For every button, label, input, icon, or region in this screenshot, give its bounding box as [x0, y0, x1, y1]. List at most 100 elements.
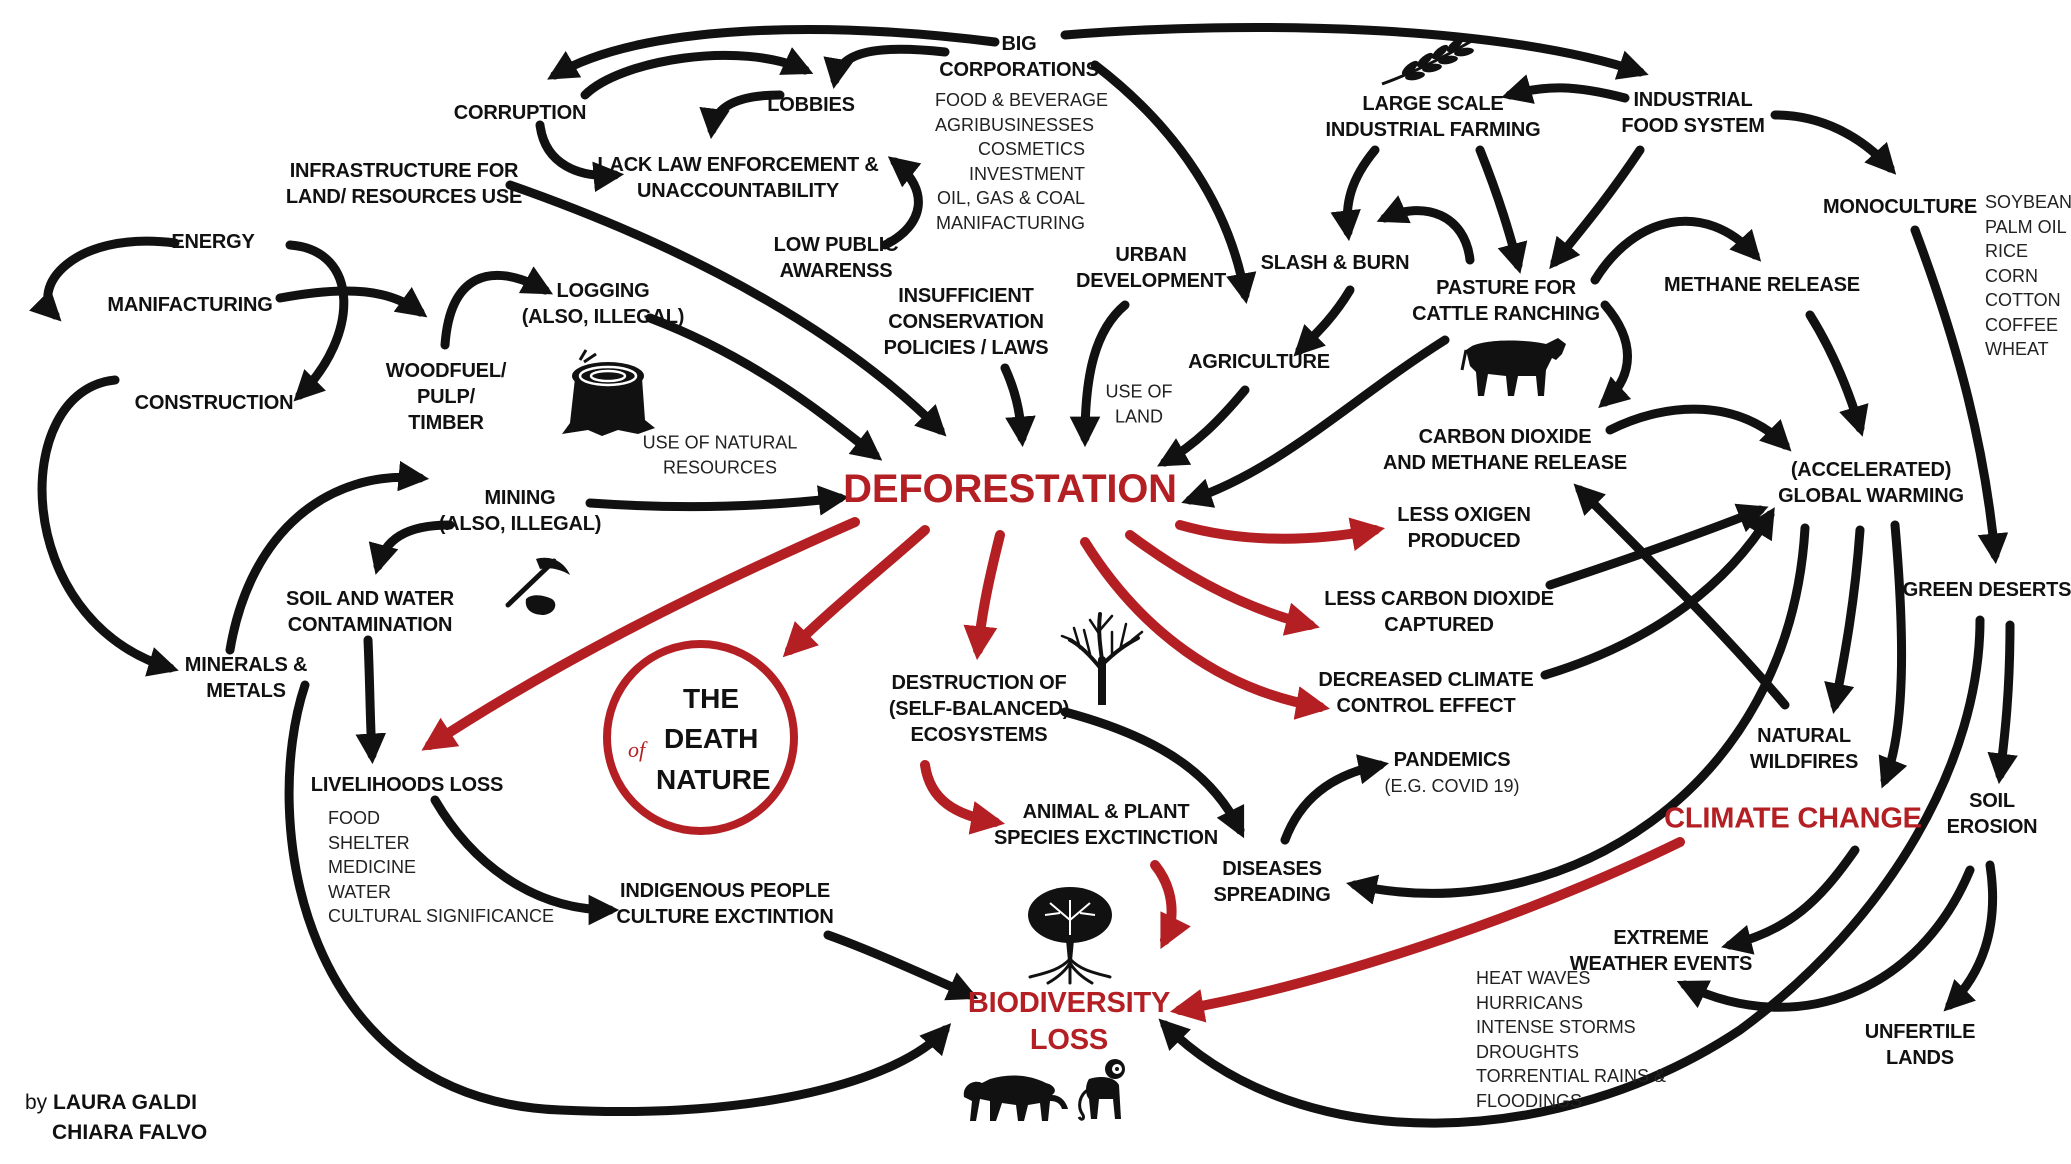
arrow-soil-erosion-to-unfertile	[1943, 860, 1998, 1012]
arrow-deforestation-to-livelihoods	[421, 517, 860, 751]
arrow-extinction-to-biodiversity	[1150, 860, 1191, 950]
livelihood-item: FOOD	[328, 808, 380, 828]
sector-item: INVESTMENT	[968, 163, 1085, 184]
arrow-climate-change-to-biodiversity	[1169, 837, 1685, 1023]
arrow-left-to-minerals	[37, 375, 179, 677]
arrow-pasture-to-deforestation	[1181, 335, 1450, 508]
node-pandemics: PANDEMICS	[1393, 749, 1511, 771]
death-of-nature-nature: NATURE	[656, 764, 771, 795]
arrow-warming-to-wildfires	[1824, 525, 1865, 715]
node-logging: LOGGING(ALSO, ILLEGAL)	[521, 280, 685, 328]
credit-author-2: CHIARA FALVO	[52, 1121, 208, 1144]
arrow-left-loop-energy	[29, 236, 180, 322]
node-global-warming: (ACCELERATED)GLOBAL WARMING	[1778, 459, 1964, 507]
arrow-foodsystem-to-monoculture	[1770, 110, 1897, 175]
arrow-pasture-to-co2	[1598, 300, 1632, 409]
black-arrows	[29, 22, 2018, 1128]
arrow-climate-to-extreme	[1721, 845, 1860, 955]
node-deforestation: DEFORESTATION	[843, 467, 1177, 511]
list-livelihoods: FOOD SHELTER MEDICINE WATER CULTURAL SIG…	[328, 806, 554, 929]
arrow-warming-to-climate-change	[1878, 520, 1908, 789]
arrow-manifacturing-to-woodfuel	[275, 286, 428, 318]
death-of-nature-circle	[603, 640, 798, 835]
arrow-foodsystem-to-pasture	[1549, 145, 1645, 270]
node-monoculture: MONOCULTURE	[1822, 196, 1978, 218]
arrow-woodfuel-to-logging	[440, 266, 554, 350]
death-of-nature-the: THE	[683, 683, 739, 714]
death-of-nature-death: DEATH	[664, 723, 759, 754]
arrow-logging-to-deforestation	[645, 313, 883, 461]
weather-item: HURRICANS	[1476, 992, 1584, 1013]
livelihood-item: MEDICINE	[328, 857, 417, 877]
weather-item: DROUGHTS	[1476, 1041, 1579, 1062]
sector-item: OIL, GAS & COAL	[936, 188, 1085, 208]
arrow-monoculture-to-green-deserts	[1910, 225, 2009, 565]
sector-item: FOOD & BEVERAGE	[935, 90, 1109, 110]
crop-item: PALM OIL	[1985, 216, 2067, 237]
note-pandemics-example: (E.G. COVID 19)	[1384, 775, 1520, 796]
arrow-urban-to-deforestation	[1069, 300, 1130, 448]
weather-item: TORRENTIAL RAINS &	[1476, 1066, 1667, 1086]
node-manifacturing: MANIFACTURING	[107, 294, 273, 316]
tree-stump-icon	[562, 349, 655, 436]
livelihood-item: SHELTER	[328, 832, 410, 853]
red-arrows	[421, 517, 1685, 1023]
arrow-methane-to-warming	[1805, 310, 1869, 437]
death-of-nature-of: of	[628, 737, 646, 762]
arrow-destruction-to-extinction	[920, 760, 1006, 835]
arrow-lobbies-to-law	[699, 90, 785, 140]
node-woodfuel: WOODFUEL/PULP/TIMBER	[385, 360, 507, 434]
livelihood-item: CULTURAL SIGNIFICANCE	[328, 906, 555, 926]
node-agriculture: AGRICULTURE	[1188, 351, 1330, 373]
arrow-deforestation-to-less-co2	[1125, 530, 1320, 636]
arrow-awareness-to-law	[880, 156, 923, 250]
arrow-farming-to-slash	[1330, 145, 1380, 242]
arrow-minerals-to-mining	[225, 460, 430, 655]
node-lobbies: LOBBIES	[767, 94, 855, 116]
arrow-warming-to-diseases	[1346, 523, 1810, 905]
sector-item: MANIFACTURING	[935, 212, 1085, 233]
arrow-corporations-to-agriculture	[1090, 60, 1257, 305]
arrow-soil-to-livelihoods	[355, 635, 387, 765]
node-construction: CONSTRUCTION	[134, 392, 294, 414]
node-climate-change: CLIMATE CHANGE	[1664, 802, 1922, 835]
arrow-pasture-to-methane	[1590, 216, 1762, 285]
arrow-deforestation-to-oxigen	[1175, 517, 1386, 551]
crop-item: COFFEE	[1985, 314, 2059, 335]
arrow-less-co2-to-warming	[1545, 503, 1769, 590]
pickaxe-icon	[505, 557, 570, 615]
node-destruction-ecosystems: DESTRUCTION OF(SELF-BALANCED)ECOSYSTEMS	[888, 672, 1070, 746]
bare-tree-icon	[1060, 612, 1144, 705]
weather-item: HEAT WAVES	[1476, 968, 1591, 988]
node-energy: ENERGY	[171, 231, 255, 253]
crop-item: CORN	[1985, 265, 2038, 286]
arrow-corruption-to-law	[535, 120, 625, 193]
sector-item: AGRIBUSINESSES	[935, 114, 1095, 135]
node-lack-law-enforcement: LACK LAW ENFORCEMENT &UNACCOUNTABILITY	[597, 154, 879, 202]
rooted-tree-icon	[1028, 887, 1112, 985]
arrow-slash-to-agriculture	[1293, 285, 1355, 357]
weather-item: INTENSE STORMS	[1476, 1017, 1636, 1037]
credit-by: by	[25, 1091, 48, 1114]
arrow-deforestation-to-death	[782, 525, 930, 658]
big-cat-icon	[963, 1075, 1068, 1121]
node-corruption: CORRUPTION	[453, 102, 587, 124]
arrow-green-deserts-to-soil-erosion	[1987, 620, 2018, 785]
arrow-infrastructure-to-deforestation	[505, 180, 947, 437]
crop-item: COTTON	[1985, 290, 2061, 310]
